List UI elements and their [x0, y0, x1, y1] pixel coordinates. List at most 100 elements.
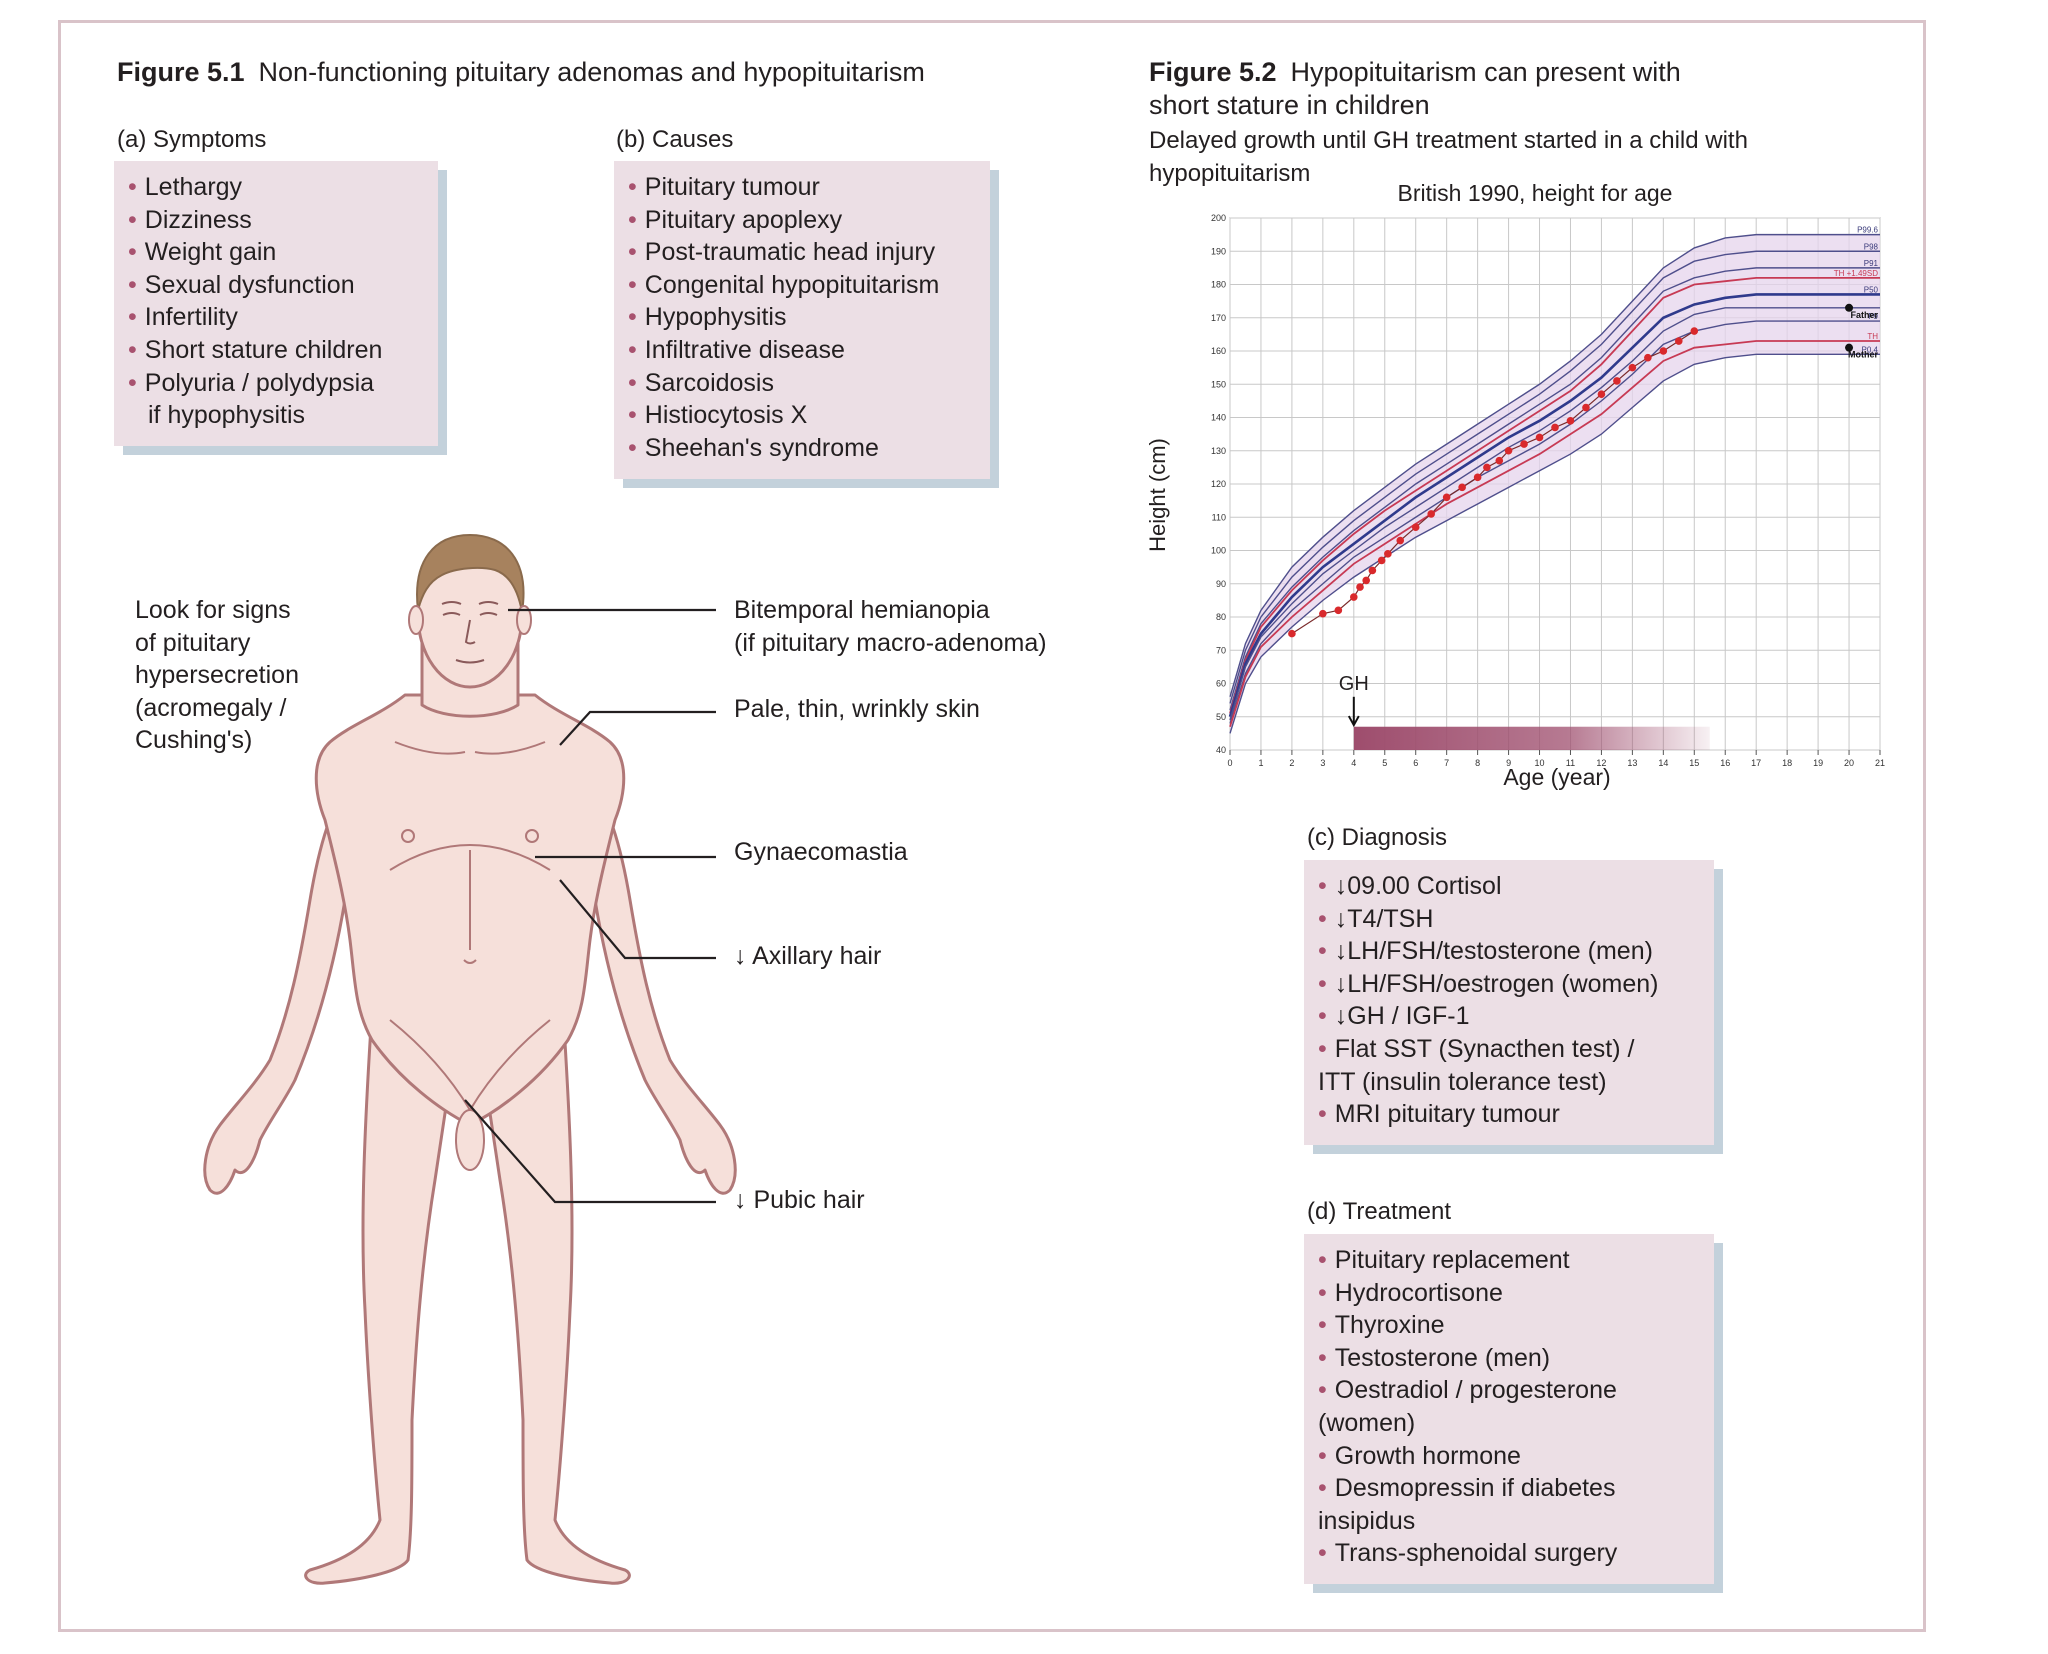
left-arm — [576, 768, 737, 1195]
bullet-icon: • — [1318, 1376, 1327, 1405]
patient-point — [1551, 423, 1559, 432]
figure-5-1-title: Figure 5.1 Non-functioning pituitary aden… — [117, 56, 925, 89]
x-tick-label: 14 — [1658, 758, 1668, 768]
treatment-item: •Oestradiol / progesterone — [1318, 1376, 1617, 1405]
left-ear — [516, 605, 532, 635]
causes-box: •Pituitary tumour •Pituitary apoplexy •P… — [614, 161, 990, 479]
bullet-icon: • — [628, 368, 637, 397]
patient-point — [1644, 353, 1652, 362]
x-tick-label: 21 — [1875, 758, 1885, 768]
bullet-icon: • — [1318, 1034, 1327, 1063]
treatment-item: •Hydrocortisone — [1318, 1278, 1503, 1307]
symptom-item: •Lethargy — [128, 173, 243, 201]
figure-5-1-caption: Non-functioning pituitary adenomas and h… — [258, 57, 925, 87]
bullet-icon: • — [128, 205, 137, 234]
y-tick-label: 130 — [1211, 446, 1226, 456]
diagnosis-item: •↓GH / IGF-1 — [1318, 1002, 1470, 1031]
y-tick-label: 50 — [1216, 712, 1226, 722]
bullet-icon: • — [628, 270, 637, 299]
x-tick-label: 6 — [1413, 758, 1418, 768]
percentile-label: TH +1.49SD — [1834, 269, 1878, 278]
treatment-item: •Testosterone (men) — [1318, 1343, 1551, 1372]
patient-point — [1628, 363, 1637, 372]
treatment-item: insipidus — [1318, 1506, 1416, 1535]
right-ear — [408, 605, 424, 635]
bullet-icon: • — [628, 205, 637, 234]
bullet-icon: • — [1318, 1343, 1327, 1372]
cause-item: •Pituitary apoplexy — [628, 205, 843, 234]
x-tick-label: 3 — [1320, 758, 1325, 768]
y-tick-label: 200 — [1211, 213, 1226, 223]
right-arm — [203, 768, 364, 1195]
treatment-list: •Pituitary replacement•Hydrocortisone•Th… — [1318, 1244, 1700, 1570]
x-tick-label: 5 — [1382, 758, 1387, 768]
patient-point — [1473, 473, 1482, 482]
diagnosis-item: •↓LH/FSH/testosterone (men) — [1318, 937, 1653, 966]
x-tick-label: 0 — [1227, 758, 1232, 768]
percentile-curve-P9 — [1229, 320, 1880, 724]
hemianopia-label: Bitemporal hemianopia (if pituitary macr… — [734, 596, 1047, 657]
causes-heading: (b) Causes — [616, 126, 734, 153]
figure-5-2-subtitle: Delayed growth until GH treatment starte… — [1149, 127, 1748, 187]
y-tick-label: 120 — [1211, 479, 1226, 489]
gynaecomastia-label: Gynaecomastia — [734, 838, 908, 866]
x-tick-label: 4 — [1351, 758, 1356, 768]
y-tick-label: 140 — [1211, 413, 1226, 423]
percentile-curve-P0.4 — [1229, 353, 1880, 734]
bullet-icon: • — [1318, 937, 1327, 966]
axillary-leader — [559, 879, 716, 960]
x-tick-label: 10 — [1535, 758, 1545, 768]
left-leg — [483, 1008, 631, 1585]
bullet-icon: • — [128, 173, 137, 201]
patient-point — [1377, 556, 1386, 565]
patient-point — [1520, 440, 1528, 448]
diagnosis-item: •Flat SST (Synacthen test) / — [1318, 1034, 1635, 1063]
cause-item: •Sheehan's syndrome — [628, 433, 879, 462]
patient-point — [1384, 550, 1392, 558]
percentile-label: P98 — [1864, 242, 1879, 251]
diagnosis-item: •↓LH/FSH/oestrogen (women) — [1318, 969, 1659, 998]
genitals — [455, 1109, 485, 1171]
patient-point — [1566, 417, 1575, 425]
diagnosis-heading: (c) Diagnosis — [1307, 824, 1448, 851]
treatment-heading: (d) Treatment — [1307, 1198, 1452, 1225]
x-tick-label: 20 — [1844, 758, 1854, 768]
treatment-item: •Thyroxine — [1318, 1311, 1445, 1340]
patient-point — [1582, 403, 1590, 412]
diagnosis-item: •MRI pituitary tumour — [1318, 1100, 1560, 1129]
bullet-icon: • — [628, 433, 637, 462]
bullet-icon: • — [1318, 872, 1327, 900]
skin-label: Pale, thin, wrinkly skin — [734, 695, 980, 723]
bullet-icon: • — [628, 238, 637, 267]
figure-5-2-number: Figure 5.2 — [1149, 57, 1277, 87]
bullet-icon: • — [628, 173, 637, 201]
bullet-icon: • — [128, 238, 137, 267]
y-tick-label: 70 — [1216, 645, 1226, 655]
patient-point — [1334, 606, 1343, 615]
gh-label: GH — [1339, 673, 1369, 695]
bullet-icon: • — [1318, 1278, 1327, 1307]
percentile-bands — [1230, 234, 1880, 734]
symptoms-heading: (a) Symptoms — [117, 126, 267, 153]
x-tick-label: 15 — [1689, 758, 1699, 768]
bullet-icon: • — [1318, 1311, 1327, 1340]
x-tick-label: 7 — [1444, 758, 1449, 768]
diagnosis-item: •↓09.00 Cortisol — [1318, 872, 1502, 900]
y-tick-label: 80 — [1216, 612, 1226, 622]
patient-point — [1319, 609, 1327, 618]
figure-5-1-number: Figure 5.1 — [117, 57, 245, 87]
y-tick-label: 100 — [1211, 546, 1226, 556]
patient-point — [1659, 347, 1668, 355]
parent-label: Father — [1850, 310, 1878, 320]
patient-point — [1368, 566, 1377, 575]
look-for-signs-label: Look for signs of pituitary hypersecreti… — [135, 596, 299, 755]
y-tick-label: 150 — [1211, 379, 1226, 389]
y-tick-label: 110 — [1212, 512, 1226, 522]
patient-point — [1458, 483, 1466, 492]
percentile-curve-TH — [1229, 340, 1880, 727]
y-tick-label: 190 — [1211, 246, 1226, 256]
bullet-icon: • — [1318, 1100, 1327, 1129]
bullet-icon: • — [628, 303, 637, 332]
